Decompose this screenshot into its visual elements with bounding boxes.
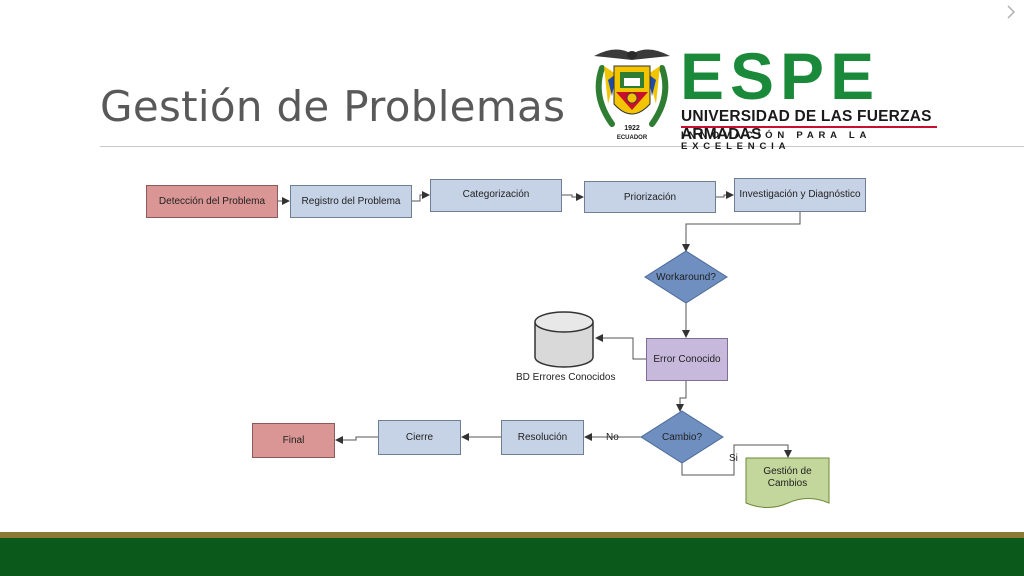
footer-gold-band (0, 532, 1024, 538)
logo-red-rule (681, 126, 937, 128)
node-registro: Registro del Problema (290, 185, 412, 218)
node-resolucion-label: Resolución (517, 432, 568, 443)
node-cambio-label: Cambio? (661, 431, 703, 443)
logo-subtitle: UNIVERSIDAD DE LAS FUERZAS ARMADAS (681, 108, 932, 143)
edge-error-bd (595, 334, 646, 360)
edge-registro-categorizacion (412, 191, 430, 202)
ecuador-crest-icon: 1922 ECUADOR (594, 49, 670, 141)
crest-year: 1922 (624, 125, 640, 132)
node-bd-errores-label: BD Errores Conocidos (516, 372, 616, 383)
node-workaround-label: Workaround? (656, 271, 716, 283)
database-cylinder-icon (534, 311, 594, 368)
edge-investigacion-workaround (682, 212, 801, 252)
node-registro-label: Registro del Problema (301, 196, 401, 207)
node-final: Final (252, 423, 335, 458)
logo-wordmark: ESPE (680, 39, 881, 113)
footer-green-band (0, 538, 1024, 576)
logo-tagline: INNOVACIÓN PARA LA EXCELENCIA (681, 130, 871, 152)
node-priorizacion: Priorización (584, 181, 716, 213)
node-investigacion-label: Investigación y Diagnóstico (739, 189, 861, 200)
node-workaround: Workaround? (645, 251, 727, 303)
node-investigacion: Investigación y Diagnóstico (734, 178, 866, 212)
espe-logo: 1922 ECUADOR ESPE UNIVERSIDAD DE LAS FUE… (586, 39, 942, 152)
node-cierre: Cierre (378, 420, 461, 455)
node-priorizacion-label: Priorización (623, 191, 677, 203)
node-cambio: Cambio? (641, 411, 723, 463)
edge-error-cambio (676, 381, 687, 412)
node-final-label: Final (282, 435, 305, 446)
edge-label-no: No (606, 432, 619, 443)
node-categorizacion-label: Categorización (462, 189, 530, 200)
node-resolucion: Resolución (501, 420, 584, 455)
slide-title: Gestión de Problemas (100, 82, 566, 131)
node-gestion-cambios: Gestión de Cambios (746, 462, 829, 494)
edge-cierre-final (335, 436, 378, 444)
node-error-conocido-label: Error Conocido (653, 354, 721, 365)
title-divider (100, 146, 1024, 147)
corner-chevron-icon (1007, 5, 1016, 19)
node-error-conocido: Error Conocido (646, 338, 728, 381)
node-categorizacion: Categorización (430, 179, 562, 212)
node-deteccion: Detección del Problema (146, 185, 278, 218)
node-gestion-cambios-label: Gestión de Cambios (763, 466, 812, 489)
node-deteccion-label: Detección del Problema (158, 196, 266, 207)
edge-priorizacion-investigacion (716, 191, 734, 199)
edge-label-si: Si (729, 453, 738, 464)
crest-country: ECUADOR (617, 135, 648, 141)
node-cierre-label: Cierre (405, 432, 434, 443)
edge-categorizacion-priorizacion (562, 193, 584, 201)
